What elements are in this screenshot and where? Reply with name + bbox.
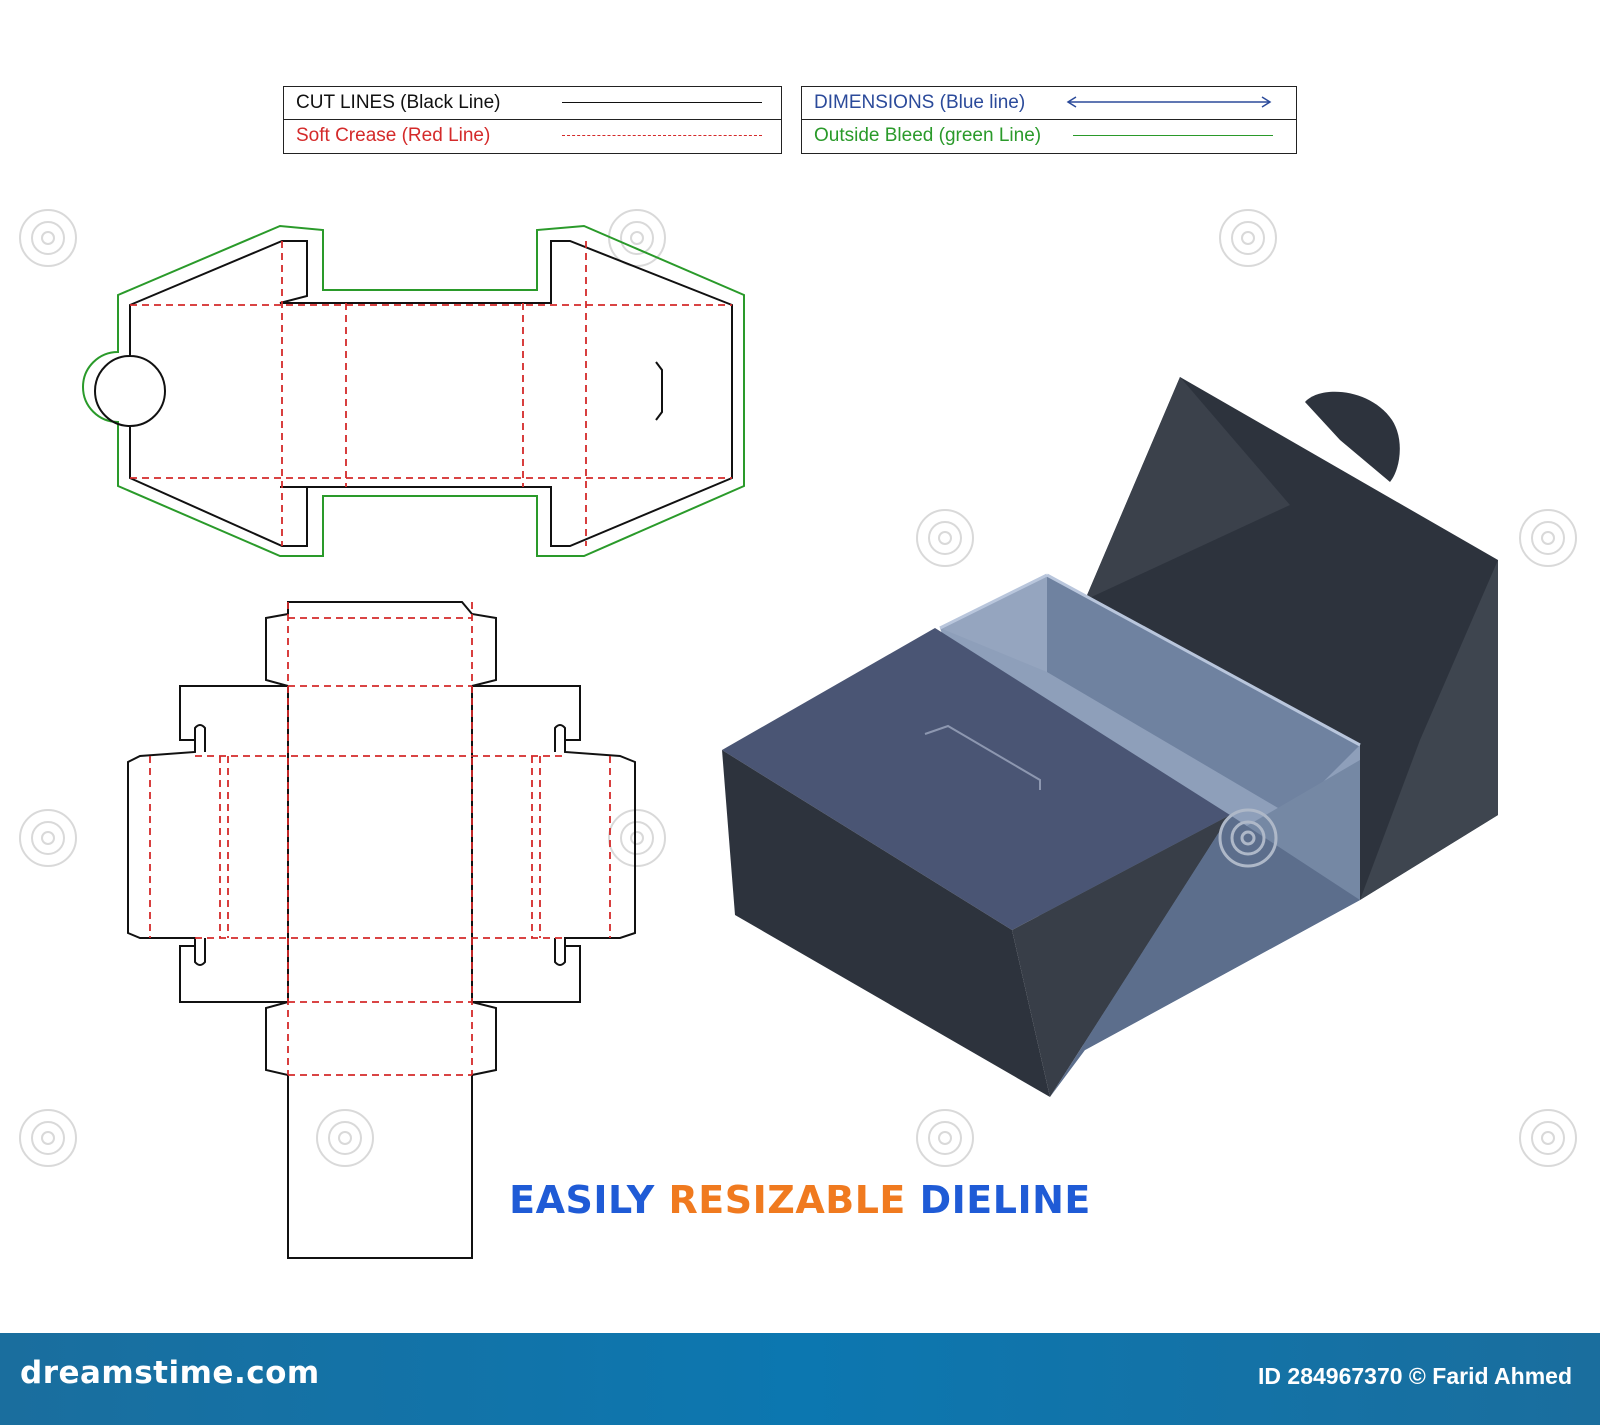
box-lid-slot <box>924 724 1041 790</box>
tab-notches <box>194 686 566 1002</box>
stock-footer-bar: dreamstime.com ID 284967370 © Farid Ahme… <box>0 1333 1600 1425</box>
crease-line-sample <box>562 135 762 136</box>
headline: EASILY RESIZABLE DIELINE <box>0 1178 1600 1222</box>
legend-label-bleed: Outside Bleed (green Line) <box>814 125 1042 146</box>
legend-row-crease: Soft Crease (Red Line) <box>284 120 781 152</box>
headline-word-easily: EASILY <box>509 1178 655 1222</box>
watermark-icons <box>19 209 1577 1167</box>
footer-logo[interactable]: dreamstime.com <box>20 1355 320 1391</box>
cut-outline-2 <box>127 601 636 1259</box>
headline-word-resizable: RESIZABLE <box>668 1178 906 1222</box>
lock-slot <box>655 361 663 421</box>
legend-label-crease: Soft Crease (Red Line) <box>296 125 491 146</box>
box-3d-render <box>722 377 1498 1097</box>
cut-line-sample <box>562 102 762 103</box>
legend-row-bleed: Outside Bleed (green Line) <box>802 120 1296 152</box>
legend-label-cut: CUT LINES (Black Line) <box>296 92 501 113</box>
bleed-line-sample <box>1073 135 1273 136</box>
bleed-outline <box>82 224 745 557</box>
box-sleeve-front <box>722 750 1050 1097</box>
box-thumb-tab <box>1305 391 1400 482</box>
headline-word-dieline: DIELINE <box>919 1178 1091 1222</box>
dieline-top-left <box>82 224 745 557</box>
crease-lines <box>130 241 732 546</box>
cut-outline <box>129 240 733 547</box>
legend-cut-crease: CUT LINES (Black Line) Soft Crease (Red … <box>283 86 782 154</box>
legend-dimensions-bleed: DIMENSIONS (Blue line) Outside Bleed (gr… <box>801 86 1297 154</box>
thumb-notch <box>94 355 131 427</box>
dieline-illustration <box>19 209 1577 1259</box>
dieline-bottom-left <box>127 601 636 1259</box>
box-sleeve-top <box>722 628 1230 930</box>
legend-row-cut: CUT LINES (Black Line) <box>284 87 781 120</box>
legend-label-dimensions: DIMENSIONS (Blue line) <box>814 92 1026 113</box>
legend-row-dimensions: DIMENSIONS (Blue line) <box>802 87 1296 120</box>
footer-image-credit: ID 284967370 © Farid Ahmed <box>1258 1363 1572 1389</box>
dimension-arrow-sample <box>1066 96 1272 108</box>
crease-lines-2 <box>149 602 611 1076</box>
